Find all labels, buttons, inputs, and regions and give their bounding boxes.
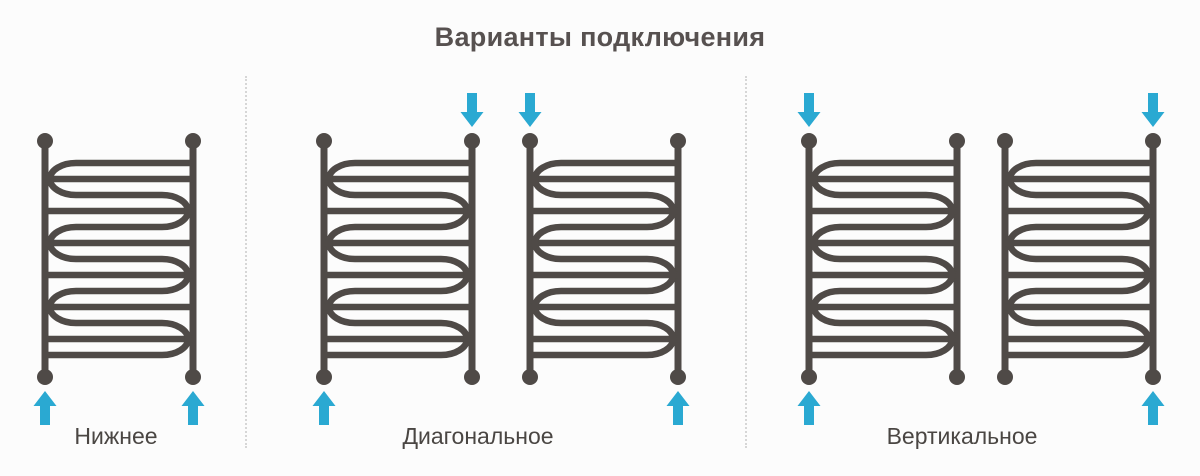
heating-coil xyxy=(324,159,472,359)
flow-arrow-up-left-icon xyxy=(33,391,57,425)
rail-end-cap xyxy=(670,133,686,149)
rail-end-cap xyxy=(185,133,201,149)
flow-arrow-up-right-icon xyxy=(1141,391,1165,425)
towel-rail-vertical-connection-a xyxy=(797,93,965,425)
rail-end-cap xyxy=(522,369,538,385)
radiator-diagram xyxy=(784,90,982,435)
towel-rail-vertical-connection-b xyxy=(997,93,1165,425)
radiator-diagram xyxy=(299,90,497,435)
flow-arrow-up-left-icon xyxy=(312,391,336,425)
radiator-diagram xyxy=(505,90,703,435)
rail-end-cap xyxy=(949,133,965,149)
rail-end-cap xyxy=(801,133,817,149)
heating-coil xyxy=(45,159,193,359)
group-separator-2 xyxy=(745,76,747,448)
rail-end-cap xyxy=(316,133,332,149)
group-separator-1 xyxy=(245,76,247,448)
heating-coil xyxy=(530,159,678,359)
towel-rail-diagonal-connection-a xyxy=(312,93,484,425)
towel-rail-bottom-connection xyxy=(33,133,205,425)
rail-end-cap xyxy=(949,369,965,385)
towel-rail-diagonal-connection-b xyxy=(518,93,690,425)
rail-end-cap xyxy=(997,369,1013,385)
flow-arrow-down-left-icon xyxy=(797,93,821,127)
rail-end-cap xyxy=(522,133,538,149)
flow-arrow-down-right-icon xyxy=(1141,93,1165,127)
page-title: Варианты подключения xyxy=(434,22,766,52)
rail-end-cap xyxy=(316,369,332,385)
group-label: Нижнее xyxy=(74,423,158,449)
flow-arrow-down-left-icon xyxy=(518,93,542,127)
rail-end-cap xyxy=(801,369,817,385)
rail-end-cap xyxy=(1145,133,1161,149)
rail-end-cap xyxy=(185,369,201,385)
flow-arrow-up-right-icon xyxy=(666,391,690,425)
flow-arrow-down-right-icon xyxy=(460,93,484,127)
flow-arrow-up-right-icon xyxy=(181,391,205,425)
rail-end-cap xyxy=(670,369,686,385)
rail-end-cap xyxy=(37,133,53,149)
rail-end-cap xyxy=(37,369,53,385)
group-label: Диагональное xyxy=(402,423,554,449)
radiator-diagram xyxy=(20,90,218,435)
flow-arrow-up-left-icon xyxy=(797,391,821,425)
rail-end-cap xyxy=(464,369,480,385)
radiator-diagram xyxy=(980,90,1178,435)
heating-coil xyxy=(809,159,957,359)
rail-end-cap xyxy=(464,133,480,149)
heating-coil xyxy=(1005,159,1153,359)
rail-end-cap xyxy=(1145,369,1161,385)
rail-end-cap xyxy=(997,133,1013,149)
group-label: Вертикальное xyxy=(886,423,1038,449)
